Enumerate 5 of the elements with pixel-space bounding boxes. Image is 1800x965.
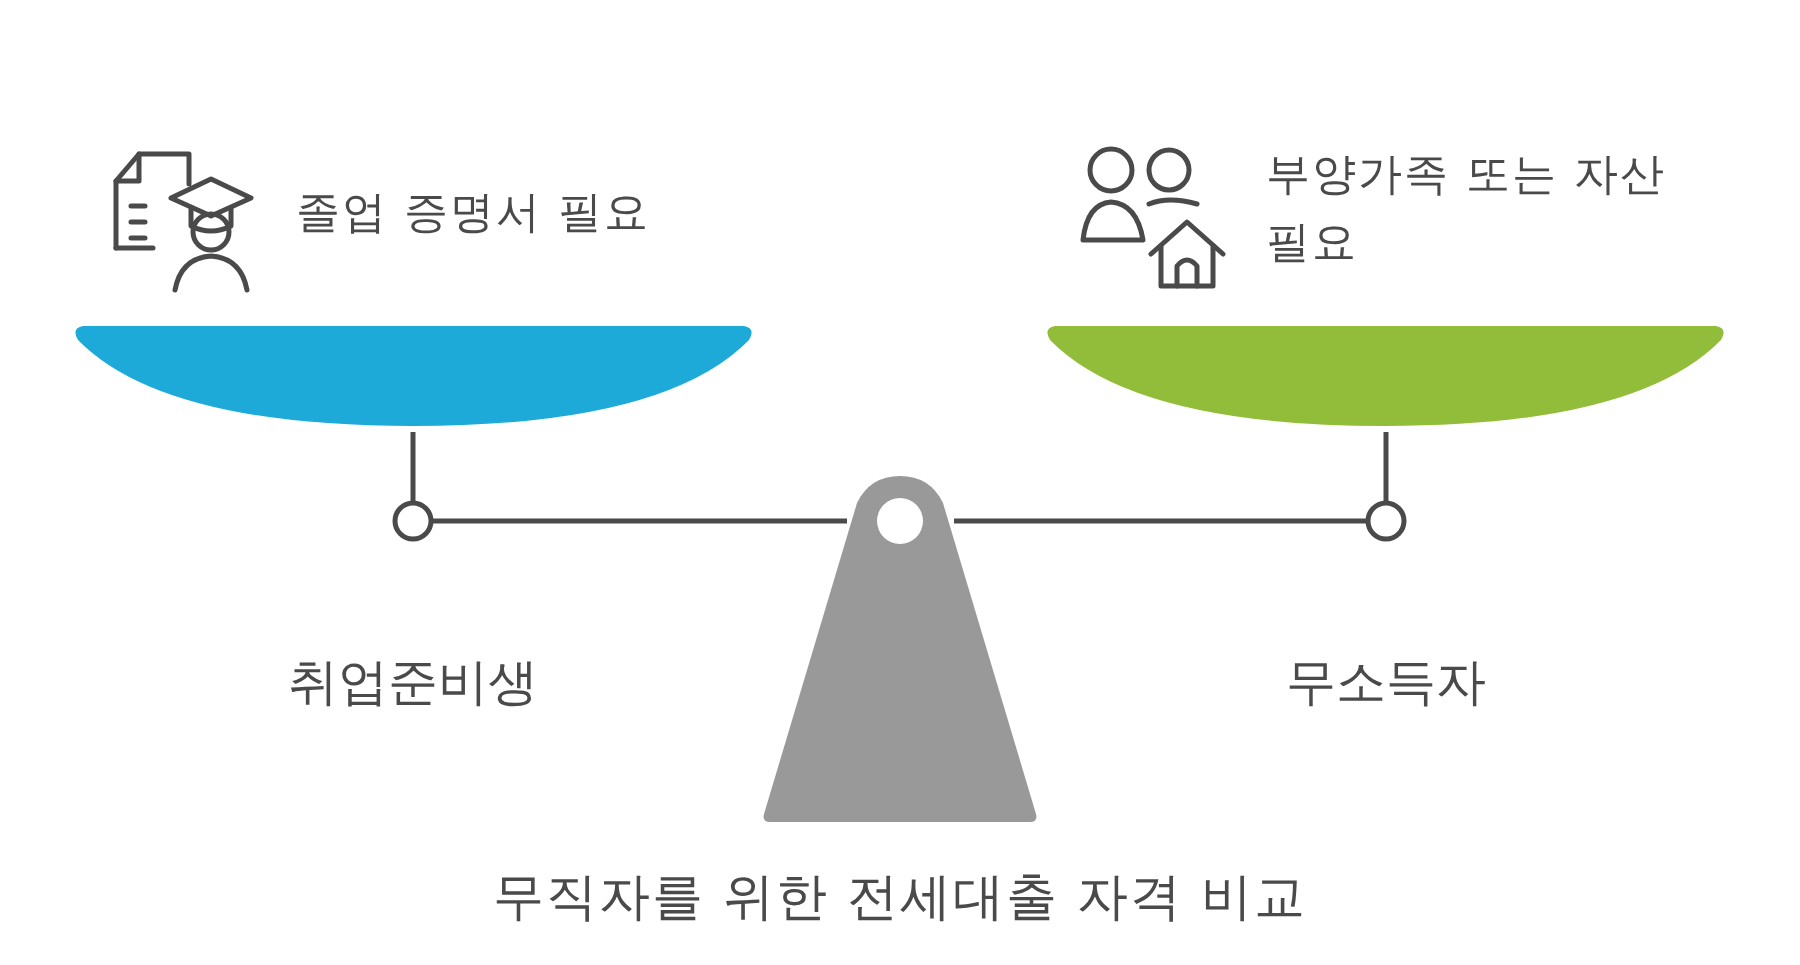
title: 무직자를 위한 전세대출 자격 비교 bbox=[491, 866, 1309, 928]
group-label: 무소득자 bbox=[1285, 652, 1487, 713]
requirement-text: 부양가족 또는 자산 필요 bbox=[1266, 147, 1667, 269]
group-label: 취업준비생 bbox=[287, 652, 539, 713]
requirement-text: 졸업 증명서 필요 bbox=[296, 185, 651, 239]
